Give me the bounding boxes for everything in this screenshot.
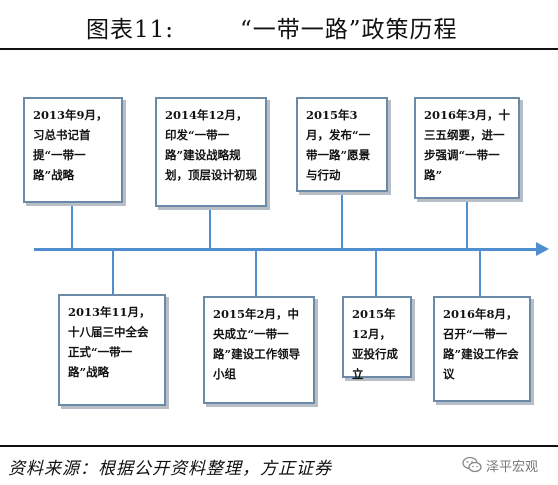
connector-bottom-1 xyxy=(112,250,114,294)
connector-top-2 xyxy=(209,206,211,248)
timeline-arrow-icon xyxy=(536,242,549,256)
connector-bottom-3 xyxy=(375,250,377,296)
top-rule xyxy=(0,48,558,50)
connector-top-4 xyxy=(466,198,468,248)
source-note: 资料来源：根据公开资料整理，方正证券 xyxy=(8,459,332,479)
event-box-2013-09: 2013年9月，习总书记首提“一带一路”战略 xyxy=(23,97,123,203)
watermark-name: 泽平宏观 xyxy=(486,459,539,475)
connector-top-1 xyxy=(71,202,73,248)
event-box-2013-11: 2013年11月，十八届三中全会正式“一带一路”战略 xyxy=(58,294,166,406)
event-box-2015-12: 2015年12月，亚投行成立 xyxy=(342,296,412,381)
timeline-axis xyxy=(34,248,539,251)
event-box-2014-12: 2014年12月，印发“一带一路”建设战略规划，顶层设计初现 xyxy=(155,97,267,207)
title-bar: 图表11: “一带一路”政策历程 xyxy=(0,0,558,48)
connector-top-3 xyxy=(341,191,343,248)
event-box-2015-02: 2015年2月，中央成立“一带一路”建设工作领导小组 xyxy=(203,296,315,404)
event-box-2015-03: 2015年3月，发布“一带一路”愿景与行动 xyxy=(296,97,388,192)
page-title: “一带一路”政策历程 xyxy=(240,17,458,43)
figure-label: 图表11: xyxy=(86,17,175,43)
wechat-icon xyxy=(462,456,482,474)
connector-bottom-4 xyxy=(479,250,481,296)
connector-bottom-2 xyxy=(255,250,257,296)
watermark: 泽平宏观 xyxy=(462,454,538,476)
event-box-2016-03: 2016年3月，十三五纲要，进一步强调“一带一路” xyxy=(414,97,520,199)
bottom-rule xyxy=(0,445,558,447)
timeline-diagram: 2013年9月，习总书记首提“一带一路”战略 2014年12月，印发“一带一路”… xyxy=(0,48,558,445)
event-box-2016-08: 2016年8月，召开“一带一路”建设工作会议 xyxy=(433,296,531,402)
